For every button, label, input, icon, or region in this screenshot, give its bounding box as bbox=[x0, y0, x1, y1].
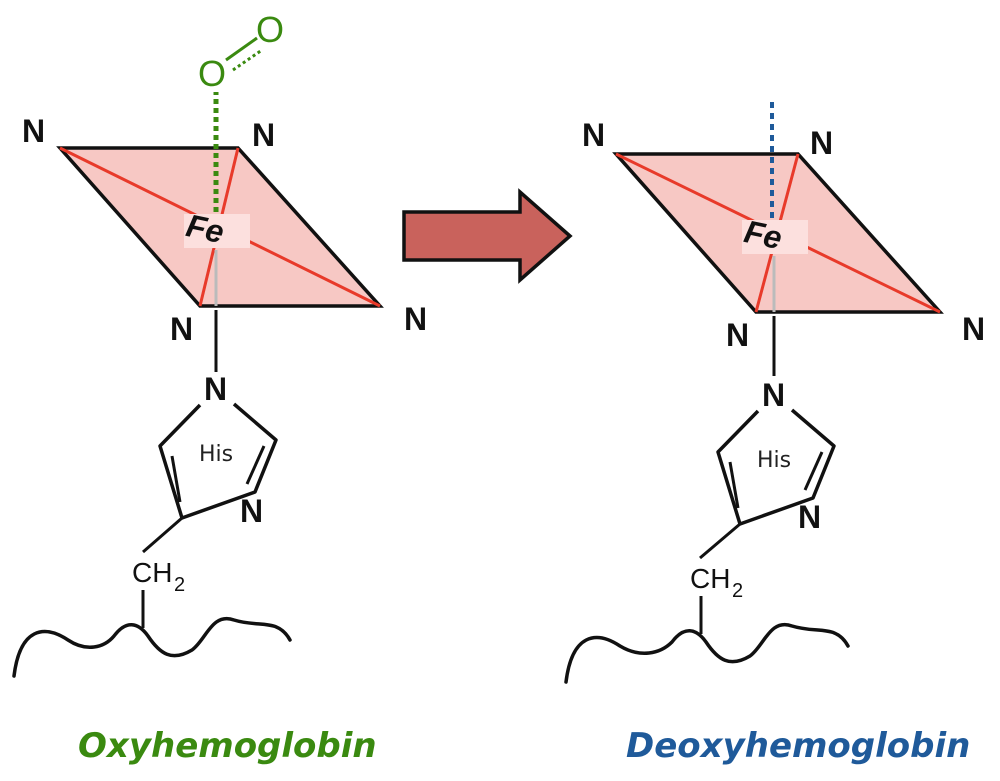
right-ch-subscript: 2 bbox=[732, 580, 743, 602]
right-imidazole-ring bbox=[716, 408, 836, 526]
right-imidazole-n-right: N bbox=[798, 499, 821, 535]
left-o-lower: O bbox=[198, 53, 226, 94]
right-fe-mask bbox=[742, 220, 808, 254]
left-o-upper: O bbox=[256, 9, 284, 50]
caption-deoxyhemoglobin: Deoxyhemoglobin bbox=[626, 726, 970, 766]
right-n-top-left: N bbox=[582, 117, 605, 153]
left-n-top-left: N bbox=[22, 113, 45, 149]
right-protein-backbone bbox=[564, 622, 850, 684]
right-ring-double-1 bbox=[728, 461, 740, 509]
right-ring-ch2-bond bbox=[699, 522, 741, 560]
left-ring-double-1 bbox=[170, 455, 182, 503]
left-n-right: N bbox=[404, 301, 427, 337]
left-ring-ch2-bond bbox=[142, 516, 183, 554]
transition-arrow-icon bbox=[402, 188, 573, 284]
left-ch-label: CH bbox=[132, 557, 172, 588]
left-ring-double-2 bbox=[245, 445, 266, 485]
right-imidazole-n-top: N bbox=[762, 377, 785, 413]
left-protein-backbone bbox=[12, 616, 292, 678]
left-imidazole-n-top: N bbox=[204, 371, 227, 407]
left-n-top-right: N bbox=[252, 117, 275, 153]
left-fe-label: Fe bbox=[183, 207, 227, 250]
right-n-right: N bbox=[962, 311, 985, 347]
left-imidazole-ring bbox=[158, 402, 278, 520]
right-ch-label: CH bbox=[690, 563, 730, 594]
deoxyhemoglobin-structure: Fe N N N N N N His CH 2 bbox=[564, 98, 985, 684]
right-n-top-right: N bbox=[810, 125, 833, 161]
right-n-bottom-left: N bbox=[726, 317, 749, 353]
right-his-label: His bbox=[757, 448, 791, 473]
oxyhemoglobin-structure: O O Fe N N N N N N His CH 2 bbox=[12, 9, 427, 678]
left-fe-mask bbox=[184, 214, 250, 248]
left-imidazole-n-right: N bbox=[240, 493, 263, 529]
left-ch-subscript: 2 bbox=[174, 574, 185, 596]
right-fe-label: Fe bbox=[741, 213, 785, 256]
left-o2-bond-solid bbox=[225, 36, 258, 62]
right-ring-double-2 bbox=[803, 451, 824, 491]
left-his-label: His bbox=[199, 442, 233, 467]
caption-oxyhemoglobin: Oxyhemoglobin bbox=[78, 726, 377, 766]
left-n-bottom-left: N bbox=[170, 311, 193, 347]
